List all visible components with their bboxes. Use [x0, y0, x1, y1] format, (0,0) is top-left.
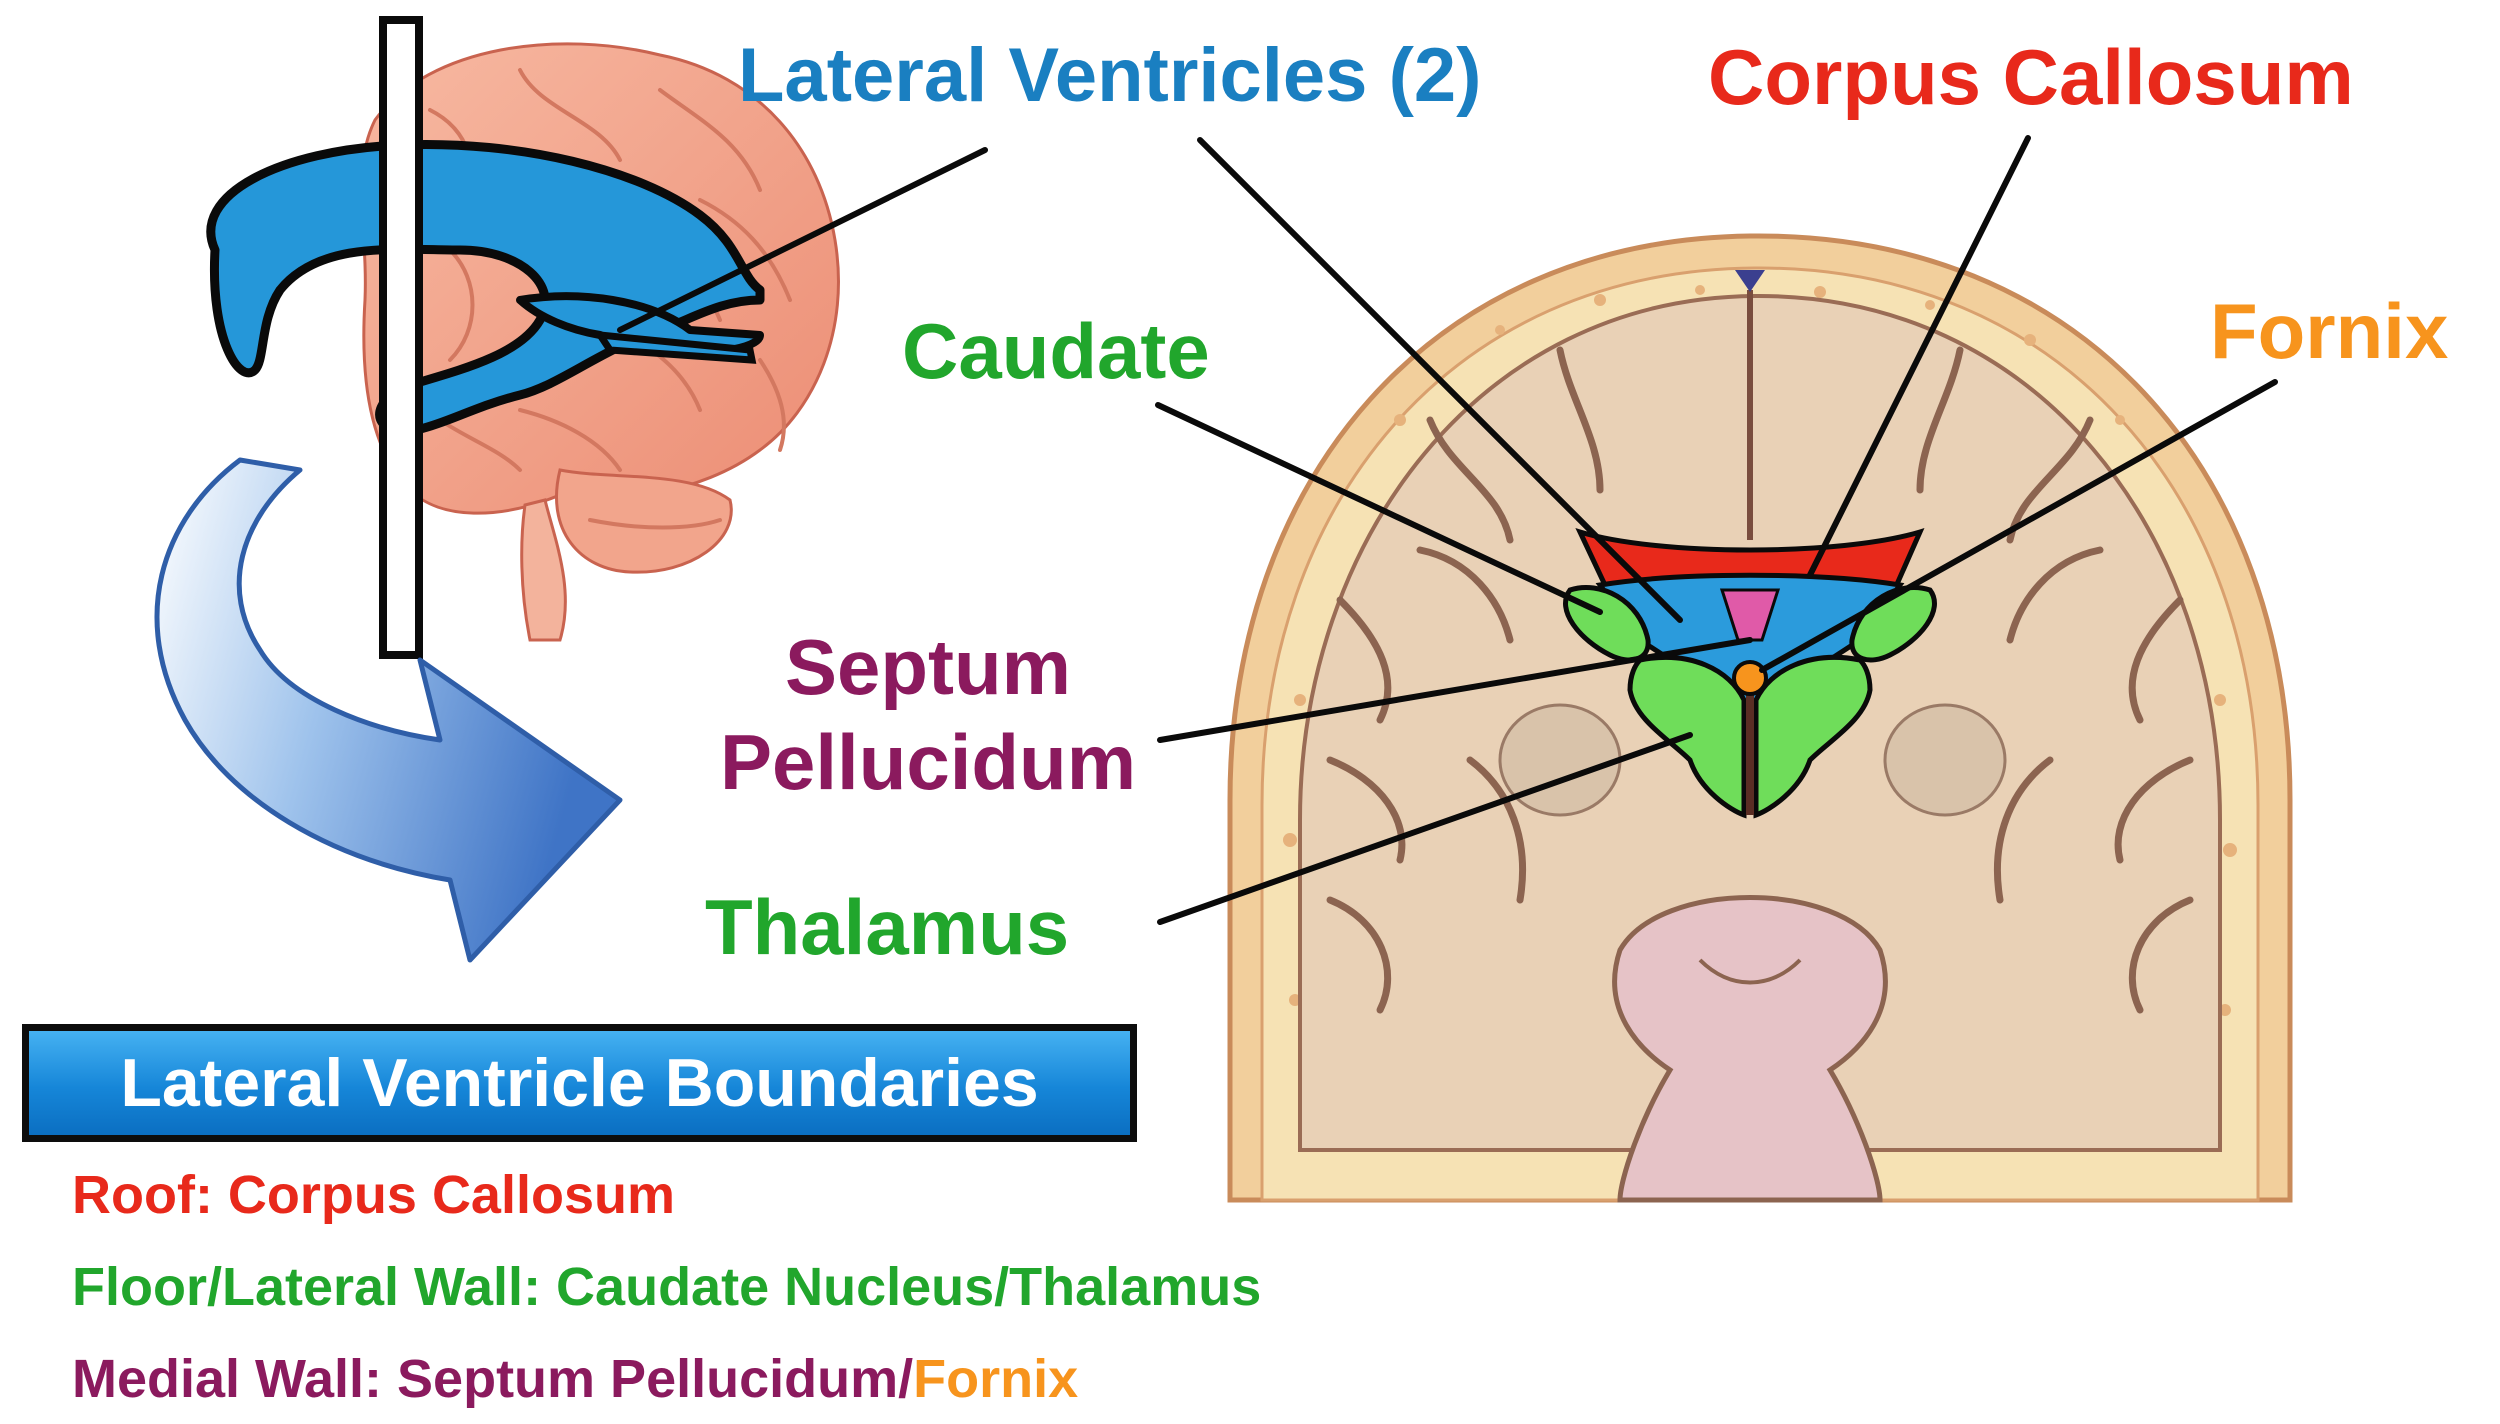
label-corpus-callosum: Corpus Callosum	[1708, 33, 2354, 121]
label-thalamus: Thalamus	[705, 883, 1070, 971]
leader-lines	[617, 135, 2278, 925]
label-lateral-ventricles: Lateral Ventricles (2)	[738, 33, 1482, 118]
boundary-floor-lateral-wall: Floor/Lateral Wall: Caudate Nucleus/Thal…	[72, 1257, 1262, 1317]
boundary-medial-wall-fornix: Fornix	[913, 1349, 1079, 1409]
boundaries-title-box: Lateral Ventricle Boundaries	[22, 1024, 1137, 1142]
coronal-section-illustration	[1227, 233, 2293, 1203]
boundary-medial-wall-prefix: Medial Wall: Septum Pellucidum/	[72, 1349, 914, 1409]
curved-arrow-icon	[154, 457, 623, 963]
boundary-medial-wall: Medial Wall: Septum Pellucidum/Fornix	[72, 1352, 1078, 1406]
label-septum-pellucidum: Septum Pellucidum	[719, 623, 1137, 807]
label-caudate: Caudate	[902, 307, 1210, 395]
boundaries-title: Lateral Ventricle Boundaries	[120, 1045, 1039, 1121]
lateral-ventricle-shape	[206, 139, 765, 436]
boundary-roof: Roof: Corpus Callosum	[72, 1165, 675, 1225]
label-fornix: Fornix	[2210, 287, 2449, 375]
section-plane-bar	[379, 16, 423, 659]
